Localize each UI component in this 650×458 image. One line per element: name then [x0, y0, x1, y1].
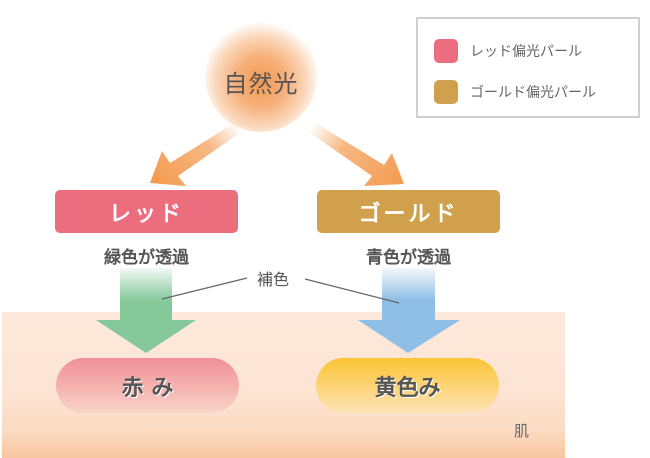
legend-swatch-red [434, 39, 458, 63]
legend-label-red: レッド偏光パール [470, 44, 582, 60]
natural-light-label: 自然光 [223, 70, 299, 98]
light-arrow-left [150, 122, 244, 186]
red-polarizer-label: レッド [108, 201, 184, 227]
legend-label-gold: ゴールド偏光パール [470, 85, 596, 101]
legend-swatch-gold [434, 80, 458, 104]
red-polarizer-box: レッド [55, 190, 238, 233]
complement-line-right [304, 278, 400, 304]
light-arrow-right [306, 122, 404, 186]
blue-transmits-label: 青色が透過 [366, 248, 451, 268]
blue-transmit-arrow [358, 268, 460, 353]
green-transmit-arrow [96, 268, 196, 353]
yellowness-label: 黄色み [374, 375, 441, 401]
redness-label: 赤 み [121, 375, 174, 401]
legend: レッド偏光パール ゴールド偏光パール [416, 17, 640, 118]
gold-polarizer-label: ゴールド [358, 201, 459, 227]
legend-item-red: レッド偏光パール [434, 39, 582, 63]
legend-item-gold: ゴールド偏光パール [434, 80, 596, 104]
complementary-label: 補色 [256, 270, 289, 289]
sun-glow-icon [205, 20, 317, 132]
green-transmits-label: 緑色が透過 [104, 248, 189, 268]
redness-pill: 赤 み [56, 358, 239, 413]
gold-polarizer-box: ゴールド [317, 190, 500, 233]
skin-label: 肌 [514, 422, 530, 440]
yellowness-pill: 黄色み [316, 358, 499, 413]
complement-line-left [161, 277, 248, 300]
